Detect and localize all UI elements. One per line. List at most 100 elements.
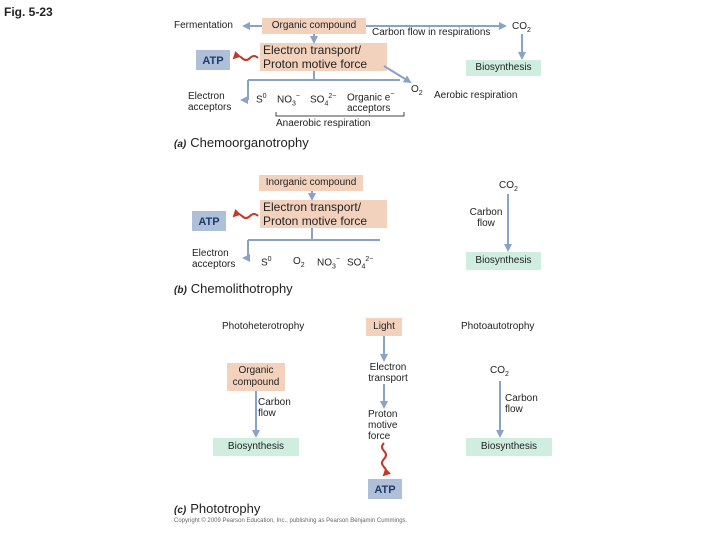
- fermentation-label: Fermentation: [174, 20, 233, 31]
- so-sub: 4: [324, 100, 329, 108]
- o2-label-b: O2: [293, 256, 305, 269]
- so4-label-a: SO42−: [310, 93, 336, 107]
- panel-a-title: (a)Chemoorganotrophy: [174, 134, 309, 152]
- biosynthesis-label: Biosynthesis: [475, 255, 532, 266]
- o-sub: 2: [418, 90, 423, 97]
- no-sup: −: [335, 256, 340, 263]
- acceptors-line: acceptors: [192, 259, 236, 270]
- flow-line: flow: [477, 218, 495, 229]
- so-text: SO: [347, 257, 362, 269]
- bracket-anaerobic: [275, 112, 405, 117]
- no-text: NO: [277, 94, 292, 106]
- panel-c-title: (c)Phototrophy: [174, 500, 260, 518]
- co2-text: CO: [490, 365, 505, 376]
- atp-box-a: ATP: [196, 50, 230, 70]
- panel-a-letter: (a): [174, 139, 187, 150]
- co2-text: CO: [512, 21, 527, 32]
- so4-label-b: SO42−: [347, 256, 373, 270]
- proton-motive-force-label-c: Proton motive force: [368, 409, 397, 442]
- biosynthesis-box-a: Biosynthesis: [466, 60, 541, 76]
- so-sup: 2−: [328, 93, 337, 100]
- light-label: Light: [373, 321, 395, 332]
- anaerobic-respiration-label: Anaerobic respiration: [276, 118, 371, 129]
- s-sup: 0: [267, 256, 272, 263]
- inorganic-compound-box: Inorganic compound: [259, 175, 363, 191]
- motive-line: motive: [368, 420, 398, 431]
- panel-a-title-text: Chemoorganotrophy: [190, 135, 309, 150]
- flow-line: flow: [505, 404, 523, 415]
- proton-line: Proton: [368, 409, 398, 420]
- electron-acceptors-label-a: Electron acceptors: [188, 91, 231, 113]
- force-line: force: [368, 431, 391, 442]
- light-box: Light: [366, 318, 402, 336]
- electron-transport-line1: Electron transport/: [263, 200, 362, 214]
- photoheterotrophy-label: Photoheterotrophy: [222, 321, 305, 332]
- panel-c-letter: (c): [174, 505, 187, 516]
- inorganic-compound-label: Inorganic compound: [265, 177, 357, 188]
- carbon-line: Carbon: [505, 393, 538, 404]
- o-text: O: [411, 84, 419, 95]
- carbon-flow-label-c-right: Carbon flow: [505, 393, 538, 415]
- wavy-arrow-atp-c: [381, 442, 392, 477]
- panel-b-title: (b)Chemolithotrophy: [174, 280, 293, 298]
- no3-label-b: NO3−: [317, 256, 340, 270]
- o2-label-a: O2: [411, 84, 423, 97]
- flow-line: flow: [258, 408, 276, 419]
- biosynthesis-label: Biosynthesis: [227, 441, 285, 452]
- o-sub: 2: [300, 262, 305, 269]
- proton-motive-force-line2: Proton motive force: [263, 57, 368, 71]
- organic-e-acceptors-label: Organic e− acceptors: [347, 89, 394, 114]
- biosynthesis-box-c-left: Biosynthesis: [213, 438, 299, 456]
- aerobic-respiration-label: Aerobic respiration: [434, 90, 518, 101]
- no-sub: 3: [292, 100, 296, 108]
- no-sub: 3: [332, 263, 336, 271]
- s0-label-b: S0: [261, 256, 272, 268]
- panel-b-letter: (b): [174, 285, 187, 296]
- figure-label: Fig. 5-23: [4, 5, 53, 19]
- wavy-arrow-atp-b: [232, 208, 259, 219]
- so-sup: 2−: [365, 256, 374, 263]
- biosynthesis-box-b: Biosynthesis: [466, 252, 541, 270]
- electron-transport-line1: Electron transport/: [263, 43, 362, 57]
- transport-line: transport: [368, 373, 408, 384]
- so-sub: 4: [361, 263, 366, 271]
- co2-subscript: 2: [514, 186, 518, 193]
- co2-subscript: 2: [527, 27, 531, 34]
- electron-line: Electron: [192, 248, 229, 259]
- organic-compound-box-c: Organic compound: [227, 363, 285, 391]
- so-text: SO: [310, 94, 325, 106]
- no-sup: −: [295, 93, 300, 100]
- carbon-flow-label-b: Carbon flow: [466, 207, 506, 229]
- s-text: S: [256, 94, 263, 106]
- no-text: NO: [317, 257, 332, 269]
- acceptors-line: acceptors: [188, 102, 232, 113]
- organic-compound-box: Organic compound: [262, 18, 366, 34]
- organic-e-text: Organic e: [347, 92, 391, 104]
- electron-transport-box-a: Electron transport/ Proton motive force: [260, 43, 387, 71]
- proton-motive-force-line2: Proton motive force: [263, 214, 368, 228]
- atp-box-c: ATP: [368, 479, 402, 499]
- electron-line: Electron: [188, 91, 225, 102]
- copyright-notice: Copyright © 2009 Pearson Education, Inc.…: [174, 518, 408, 524]
- line-et-to-o2: [383, 65, 412, 84]
- s0-label-a: S0: [256, 93, 267, 105]
- organic-compound-label: Organic compound: [271, 20, 357, 31]
- atp-label: ATP: [198, 216, 220, 228]
- panel-c-title-text: Phototrophy: [190, 501, 261, 516]
- biosynthesis-label: Biosynthesis: [480, 441, 538, 452]
- co2-label-a: CO2: [512, 21, 531, 34]
- electron-acceptors-label-b: Electron acceptors: [192, 248, 235, 270]
- carbon-flow-respirations-label: Carbon flow in respirations: [372, 27, 491, 38]
- biosynthesis-box-c-right: Biosynthesis: [466, 438, 552, 456]
- compound-line: compound: [232, 377, 280, 388]
- electron-transport-box-b: Electron transport/ Proton motive force: [260, 200, 387, 228]
- no3-label-a: NO3−: [277, 93, 300, 107]
- carbon-line: Carbon: [469, 207, 503, 218]
- co2-text: CO: [499, 180, 514, 191]
- organic-e-sup: −: [390, 91, 395, 98]
- atp-label: ATP: [374, 484, 396, 496]
- carbon-flow-label-c-left: Carbon flow: [258, 397, 291, 419]
- photoautotrophy-label: Photoautotrophy: [461, 321, 535, 332]
- organic-acceptors-text: acceptors: [347, 103, 391, 115]
